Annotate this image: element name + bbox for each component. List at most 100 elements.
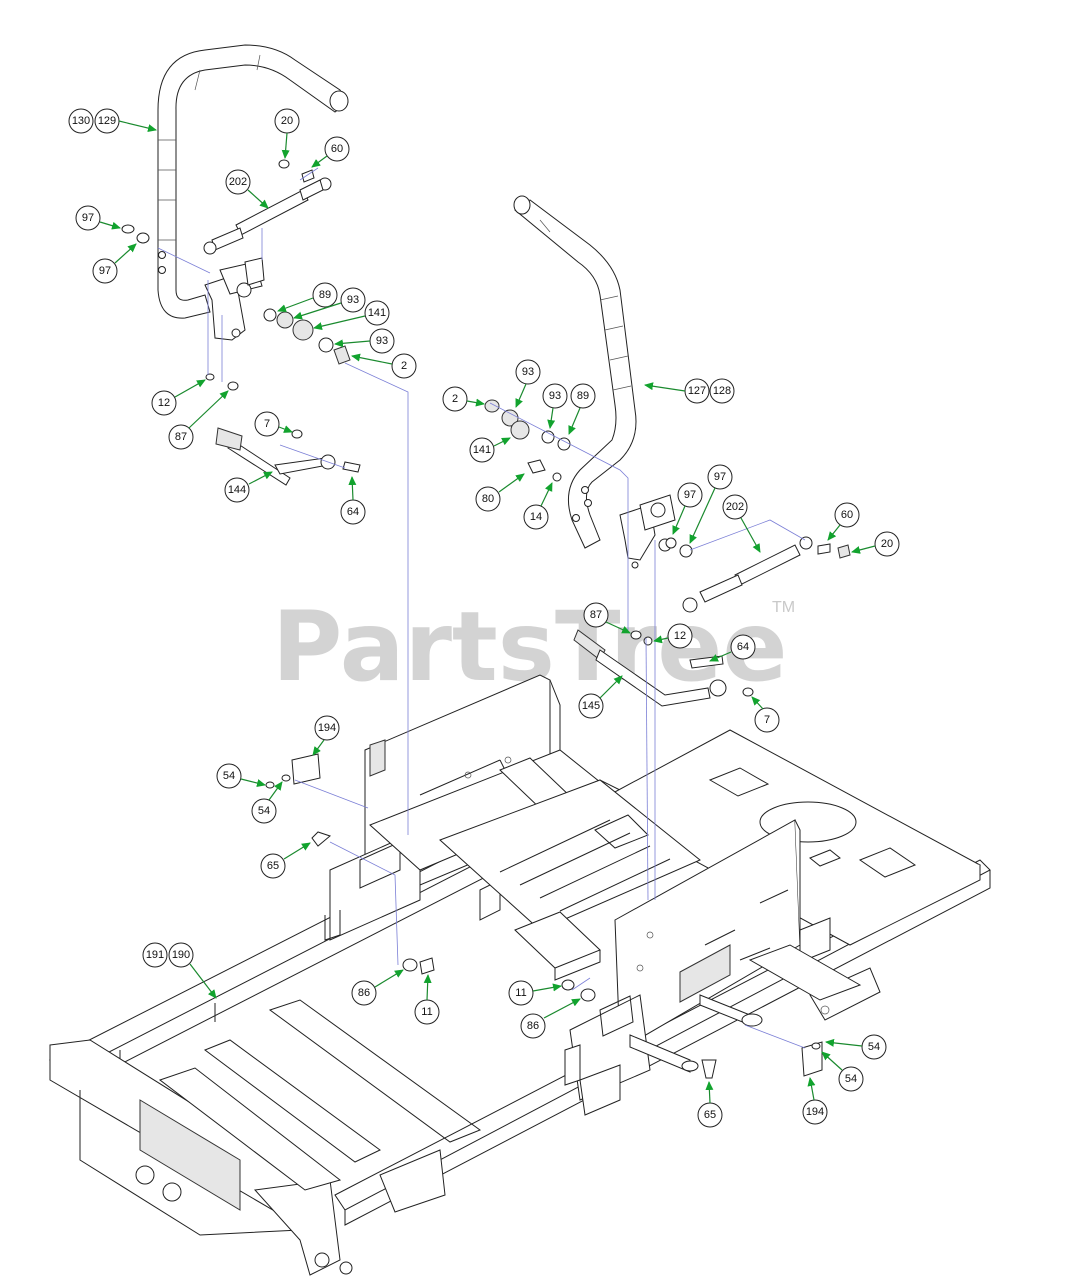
callout-86: 86 <box>520 1013 546 1039</box>
callout-54: 54 <box>216 763 242 789</box>
callout-14: 14 <box>523 504 549 530</box>
callout-145: 145 <box>578 693 604 719</box>
svg-text:202: 202 <box>726 501 744 513</box>
callout-97: 97 <box>677 482 703 508</box>
callout-97: 97 <box>75 205 101 231</box>
svg-text:89: 89 <box>319 289 331 301</box>
callout-54: 54 <box>838 1066 864 1092</box>
switch-assembly-left <box>265 753 596 1002</box>
callout-89: 89 <box>570 383 596 409</box>
svg-text:190: 190 <box>172 949 190 961</box>
svg-text:127: 127 <box>688 385 706 397</box>
callout-194: 194 <box>802 1099 828 1125</box>
svg-text:2: 2 <box>452 393 458 405</box>
callout-65: 65 <box>260 853 286 879</box>
svg-text:80: 80 <box>482 493 494 505</box>
callout-89: 89 <box>312 282 338 308</box>
watermark-trademark: TM <box>772 599 795 616</box>
callout-93: 93 <box>542 383 568 409</box>
callout-130: 130 <box>68 108 94 134</box>
svg-text:141: 141 <box>368 307 386 319</box>
callout-11: 11 <box>508 980 534 1006</box>
svg-text:20: 20 <box>881 538 893 550</box>
callout-191: 191 <box>142 942 168 968</box>
svg-text:97: 97 <box>714 471 726 483</box>
svg-text:2: 2 <box>401 360 407 372</box>
svg-text:54: 54 <box>223 770 235 782</box>
svg-text:93: 93 <box>549 390 561 402</box>
callout-190: 190 <box>168 942 194 968</box>
svg-text:141: 141 <box>473 444 491 456</box>
callout-93: 93 <box>369 328 395 354</box>
svg-text:144: 144 <box>228 484 246 496</box>
callout-97: 97 <box>92 258 118 284</box>
callout-54: 54 <box>861 1034 887 1060</box>
svg-text:20: 20 <box>281 115 293 127</box>
callouts: 130 129 20 60 202 97 97 89 93 141 93 2 1… <box>68 108 900 1128</box>
frame-assembly <box>48 674 991 1276</box>
callout-54: 54 <box>251 798 277 824</box>
reference-lines <box>157 167 806 1049</box>
svg-text:7: 7 <box>764 714 770 726</box>
svg-text:60: 60 <box>841 509 853 521</box>
callout-2: 2 <box>442 386 468 412</box>
callout-7: 7 <box>754 707 780 733</box>
svg-text:194: 194 <box>806 1106 824 1118</box>
svg-text:145: 145 <box>582 700 600 712</box>
svg-text:60: 60 <box>331 143 343 155</box>
svg-text:89: 89 <box>577 390 589 402</box>
callout-20: 20 <box>274 108 300 134</box>
callout-141: 141 <box>469 437 495 463</box>
callout-97: 97 <box>707 464 733 490</box>
callout-202: 202 <box>225 169 251 195</box>
right-handle-assembly <box>484 195 851 1079</box>
left-handle-assembly <box>121 44 361 486</box>
svg-text:129: 129 <box>98 115 116 127</box>
svg-text:128: 128 <box>713 385 731 397</box>
svg-text:54: 54 <box>845 1073 857 1085</box>
callout-93: 93 <box>515 359 541 385</box>
svg-text:12: 12 <box>674 630 686 642</box>
svg-text:64: 64 <box>347 506 359 518</box>
svg-text:11: 11 <box>515 987 526 999</box>
callout-20: 20 <box>874 531 900 557</box>
svg-text:194: 194 <box>318 722 336 734</box>
svg-text:65: 65 <box>704 1109 716 1121</box>
callout-2: 2 <box>391 353 417 379</box>
callout-11: 11 <box>414 999 440 1025</box>
svg-text:130: 130 <box>72 115 90 127</box>
callout-12: 12 <box>151 390 177 416</box>
callout-64: 64 <box>340 499 366 525</box>
callout-87: 87 <box>168 424 194 450</box>
callout-144: 144 <box>224 477 250 503</box>
callout-7: 7 <box>254 411 280 437</box>
svg-text:202: 202 <box>229 176 247 188</box>
svg-text:54: 54 <box>868 1041 880 1053</box>
callout-202: 202 <box>722 494 748 520</box>
svg-text:191: 191 <box>146 949 164 961</box>
svg-text:97: 97 <box>99 265 111 277</box>
callout-65: 65 <box>697 1102 723 1128</box>
svg-text:93: 93 <box>347 294 359 306</box>
svg-text:93: 93 <box>522 366 534 378</box>
svg-text:97: 97 <box>684 489 696 501</box>
callout-129: 129 <box>94 108 120 134</box>
svg-text:86: 86 <box>358 987 370 999</box>
svg-text:65: 65 <box>267 860 279 872</box>
callout-60: 60 <box>324 136 350 162</box>
svg-text:64: 64 <box>737 641 749 653</box>
svg-text:7: 7 <box>264 418 270 430</box>
svg-text:14: 14 <box>530 511 542 523</box>
svg-text:12: 12 <box>158 397 170 409</box>
svg-text:97: 97 <box>82 212 94 224</box>
callout-93: 93 <box>340 287 366 313</box>
callout-86: 86 <box>351 980 377 1006</box>
svg-text:87: 87 <box>175 431 187 443</box>
callout-64: 64 <box>730 634 756 660</box>
callout-87: 87 <box>583 602 609 628</box>
svg-text:87: 87 <box>590 609 602 621</box>
callout-60: 60 <box>834 502 860 528</box>
callout-12: 12 <box>667 623 693 649</box>
callout-141: 141 <box>364 300 390 326</box>
